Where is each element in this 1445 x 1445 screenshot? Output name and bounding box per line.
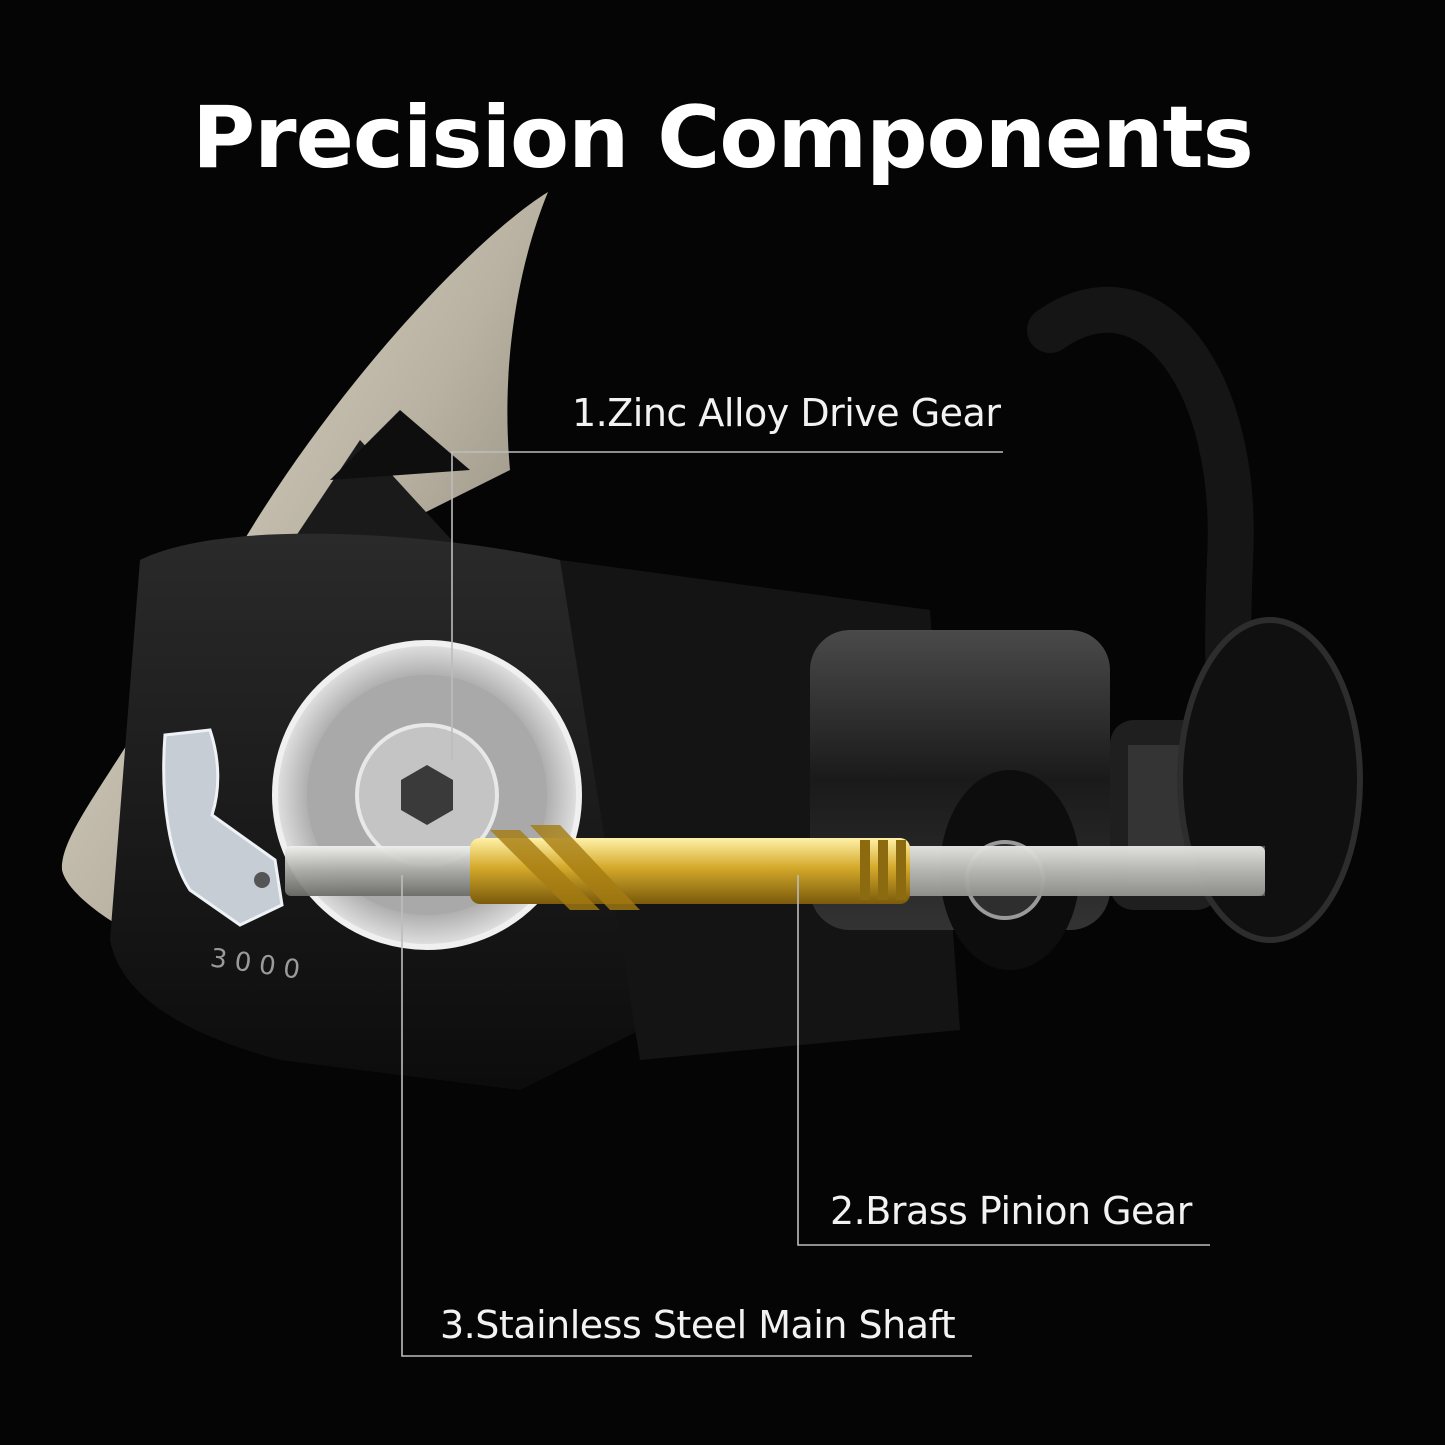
callout-leaders xyxy=(401,451,1210,1357)
callout-stainless-steel-main-shaft: 3.Stainless Steel Main Shaft xyxy=(440,1303,956,1347)
pinion-gear xyxy=(470,825,910,910)
handle-arm xyxy=(162,728,284,927)
reel-frame xyxy=(61,192,549,1030)
page-title: Precision Components xyxy=(192,88,1254,188)
callout-brass-pinion-gear: 2.Brass Pinion Gear xyxy=(830,1189,1192,1233)
callout-zinc-alloy-drive-gear: 1.Zinc Alloy Drive Gear xyxy=(572,391,1001,435)
